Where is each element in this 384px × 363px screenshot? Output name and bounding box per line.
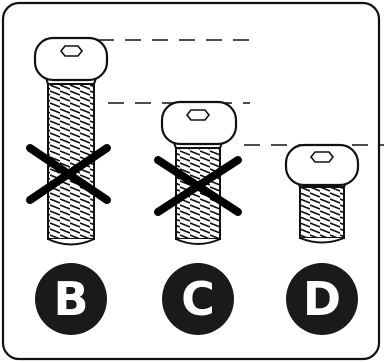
cross-out-icon (154, 156, 242, 216)
badge-c: C (162, 263, 234, 335)
badge-b: B (35, 263, 107, 335)
screw-d-tip (299, 237, 345, 244)
cross-out-icon (26, 144, 111, 204)
badge-c-circle (162, 263, 234, 335)
badge-b-label: B (53, 272, 88, 326)
hex-socket-icon (185, 109, 211, 121)
screw-c-thread (175, 142, 221, 240)
screw-c-head (160, 100, 238, 146)
screw-b (26, 36, 111, 246)
badge-d: D (286, 263, 358, 335)
screw-d-head (284, 143, 360, 187)
screw-c (154, 100, 242, 245)
badge-c-label: C (181, 272, 215, 326)
screw-b-tip (47, 238, 95, 246)
badge-d-circle (286, 263, 358, 335)
screw-b-head (33, 36, 109, 82)
screw-c-tip (175, 238, 221, 245)
hex-socket-icon (309, 151, 335, 163)
badge-b-circle (35, 263, 107, 335)
badge-d-label: D (303, 272, 341, 326)
hex-socket-icon (59, 45, 84, 57)
screw-d (284, 143, 360, 244)
screw-d-thread (299, 181, 345, 239)
